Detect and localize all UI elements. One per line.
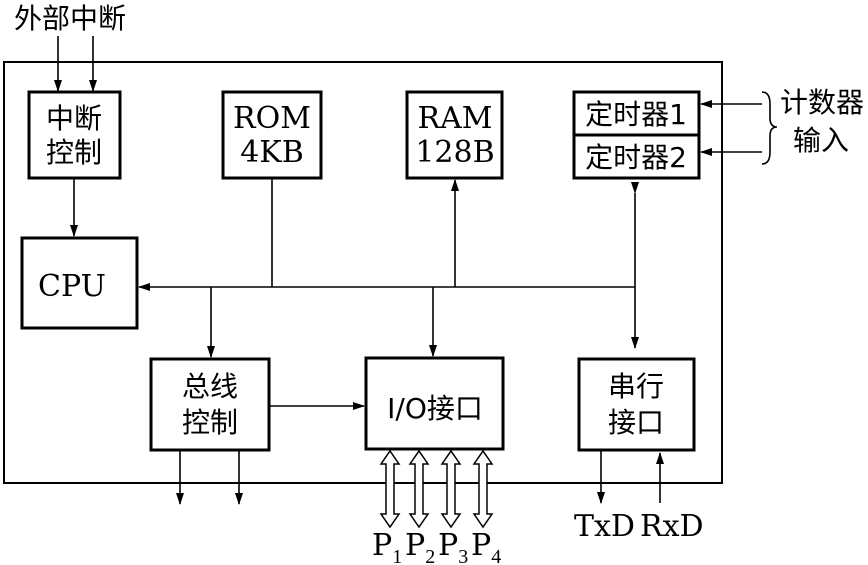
- port-p3-label: P3: [438, 528, 468, 565]
- counter-input-line1: 计数器: [780, 86, 864, 119]
- external-interrupt-label: 外部中断: [14, 2, 126, 35]
- rom-label: ROM: [233, 101, 311, 136]
- interrupt-control-line1: 中断: [46, 102, 102, 135]
- port-p3-arrow: [440, 449, 462, 529]
- rom-size: 4KB: [240, 135, 304, 170]
- ram-block: [405, 90, 504, 180]
- port-p4-arrow: [472, 449, 494, 529]
- chip-boundary: [3, 61, 723, 484]
- interrupt-control-line2: 控制: [46, 136, 102, 169]
- cpu-block: [20, 236, 139, 330]
- port-p1-label: P1: [372, 528, 402, 565]
- interrupt-control-block: [27, 90, 122, 180]
- port-p4-label: P4: [471, 528, 501, 565]
- timer2-label: 定时器2: [585, 141, 687, 174]
- io-port-label: I/O接口: [387, 392, 483, 425]
- ram-label: RAM: [418, 101, 493, 136]
- timer1-label: 定时器1: [585, 98, 687, 131]
- port-p2-label: P2: [405, 528, 435, 565]
- rxd-label: RxD: [640, 509, 704, 544]
- serial-port-line2: 接口: [608, 406, 664, 439]
- port-p2-arrow: [408, 449, 430, 529]
- counter-input-line2: 输入: [793, 124, 849, 157]
- serial-port-block: [577, 357, 696, 452]
- counter-input-brace: [761, 91, 778, 165]
- port-p1-arrow: [379, 449, 401, 529]
- rom-block: [221, 90, 323, 180]
- serial-port-line1: 串行: [608, 370, 664, 403]
- cpu-label: CPU: [38, 269, 106, 304]
- ram-size: 128B: [415, 135, 494, 170]
- bus-control-block: [149, 357, 271, 452]
- bus-control-line2: 控制: [182, 406, 238, 439]
- io-port-block: [364, 356, 505, 451]
- bus-control-line1: 总线: [182, 370, 238, 403]
- txd-label: TxD: [574, 509, 635, 544]
